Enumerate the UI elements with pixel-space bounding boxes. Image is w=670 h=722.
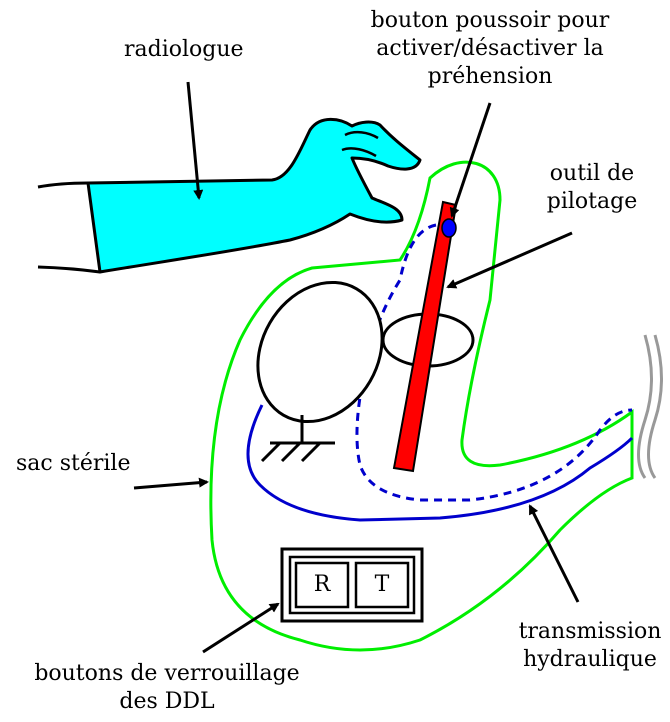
label-bouton-line3: préhension [350, 63, 630, 91]
push-button [442, 219, 456, 237]
label-outil-pilotage: outil de pilotage [532, 160, 652, 216]
button-r-label: R [302, 571, 342, 599]
button-t-label: T [362, 571, 402, 599]
label-outil-line2: pilotage [532, 188, 652, 216]
label-outil-line1: outil de [532, 160, 652, 188]
label-bouton-poussoir: bouton poussoir pour activer/désactiver … [350, 7, 630, 91]
large-ellipse [233, 260, 406, 444]
label-verrouillage: boutons de verrouillage des DDL [12, 660, 322, 716]
label-sac-sterile: sac stérile [16, 450, 130, 478]
label-transmission: transmission hydraulique [512, 618, 668, 674]
label-verrouillage-line1: boutons de verrouillage [12, 660, 322, 688]
arrow-outil [448, 233, 572, 287]
label-radiologue: radiologue [124, 36, 244, 64]
label-transmission-line2: hydraulique [512, 646, 668, 674]
label-verrouillage-line2: des DDL [12, 688, 322, 716]
radiologist-hand [88, 119, 420, 272]
wall-lines [639, 335, 662, 478]
arrow-sac [134, 482, 207, 488]
arrow-bouton [452, 103, 490, 216]
label-transmission-line1: transmission [512, 618, 668, 646]
label-bouton-line1: bouton poussoir pour [350, 7, 630, 35]
label-bouton-line2: activer/désactiver la [350, 35, 630, 63]
